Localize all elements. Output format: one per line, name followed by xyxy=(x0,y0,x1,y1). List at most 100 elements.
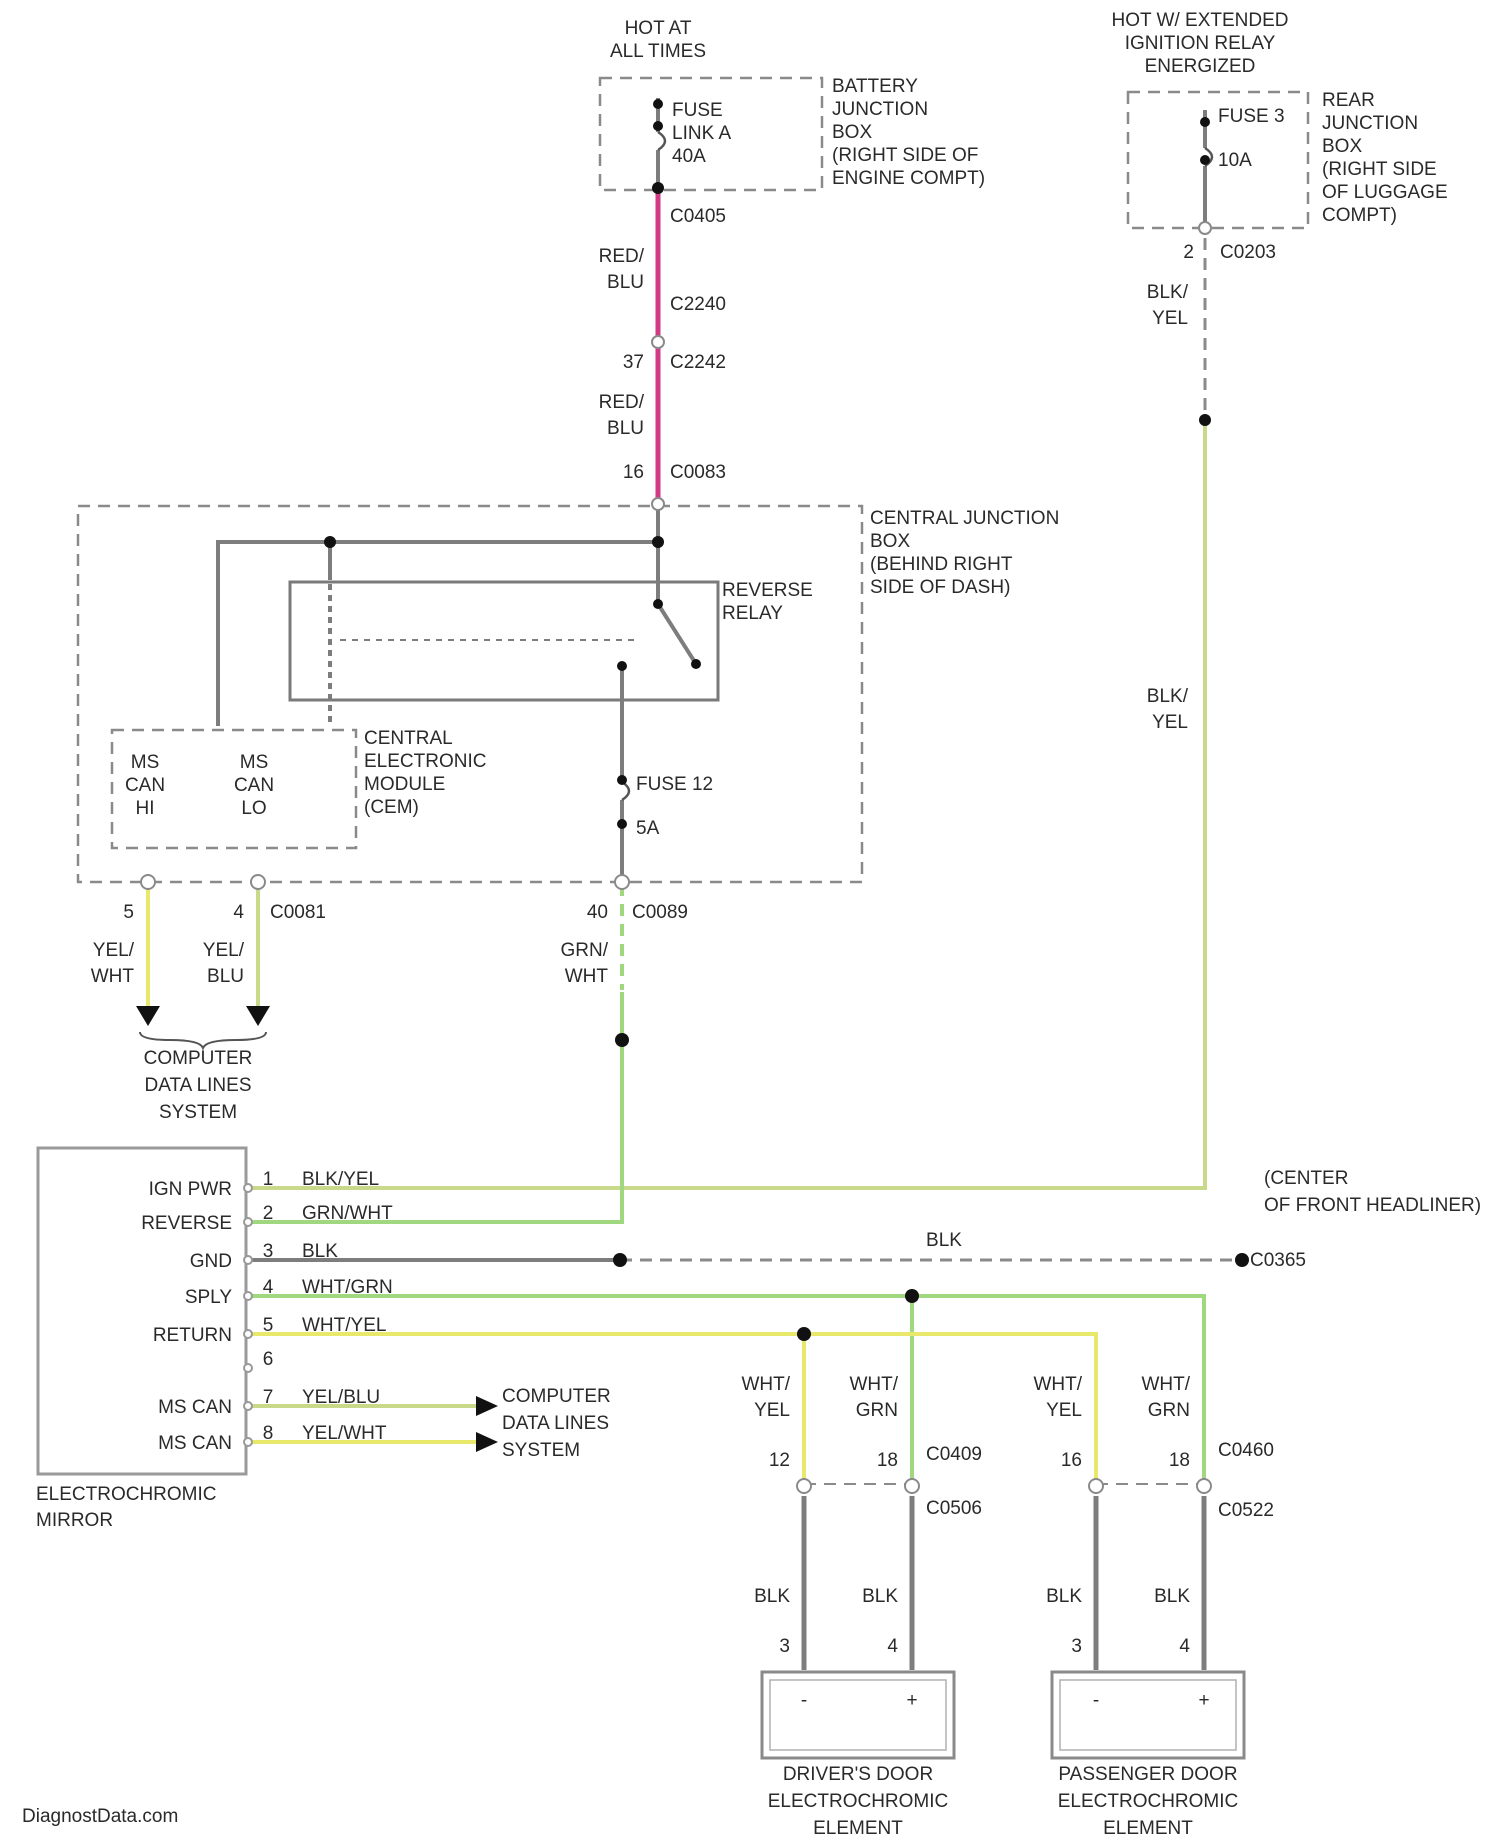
pin-16: 16 xyxy=(623,462,644,483)
rear-junction-box-label: JUNCTION xyxy=(1322,113,1418,134)
pin-drv-el-3: 3 xyxy=(779,1636,790,1657)
central-junction-box-label: (BEHIND RIGHT xyxy=(870,554,1013,575)
connector-c0203: C0203 xyxy=(1220,242,1276,263)
computer-data-lines-label: DATA LINES xyxy=(145,1075,252,1096)
splice-dot xyxy=(324,536,336,548)
mirror-pin-number: 6 xyxy=(263,1349,274,1370)
pin-4: 4 xyxy=(233,902,244,923)
fuse-3-label: 10A xyxy=(1218,150,1252,171)
wire-color-grn-wht: GRN/ xyxy=(561,940,609,961)
battery-junction-box-label: BOX xyxy=(832,122,872,143)
fuse-12-label: FUSE 12 xyxy=(636,774,713,795)
central-junction-box-label: BOX xyxy=(870,531,910,552)
mirror-pin-number: 7 xyxy=(263,1387,274,1408)
wire-color-wht-grn: GRN xyxy=(856,1400,898,1421)
splice-dot xyxy=(1200,117,1210,127)
mirror-pin-wire-color: BLK xyxy=(302,1241,338,1262)
wire-color-wht-yel: WHT/ xyxy=(1033,1374,1082,1395)
mirror-pin-terminal xyxy=(244,1184,252,1192)
wire-color-wht-grn: WHT/ xyxy=(849,1374,898,1395)
mirror-pin-terminal xyxy=(244,1218,252,1226)
mirror-pin-number: 8 xyxy=(263,1423,274,1444)
splice-dot xyxy=(797,1327,811,1341)
cem-can-lo-label: CAN xyxy=(234,775,274,796)
splice-dot xyxy=(1199,414,1211,426)
connector-c2242: C2242 xyxy=(670,352,726,373)
pin-drv-el-4: 4 xyxy=(887,1636,898,1657)
fuse-link-a-label: FUSE xyxy=(672,100,723,121)
cjb-bus-wire xyxy=(218,510,658,726)
fuse-link-a-label: LINK A xyxy=(672,123,731,144)
arrow-right-icon xyxy=(476,1396,498,1416)
wire-color-red-blu: RED/ xyxy=(599,246,645,267)
wire-color-yel-blu: BLU xyxy=(207,966,244,987)
splice-dot xyxy=(617,775,627,785)
wire-color-blk: BLK xyxy=(1154,1586,1190,1607)
wire-color-blk: BLK xyxy=(1046,1586,1082,1607)
pin-pas-el-4: 4 xyxy=(1179,1636,1190,1657)
splice-dot xyxy=(617,661,627,671)
pin-5: 5 xyxy=(123,902,134,923)
wire-color-yel-wht: YEL/ xyxy=(93,940,135,961)
splice-dot xyxy=(653,121,663,131)
mirror-pin-name: MS CAN xyxy=(158,1433,232,1454)
grn-wht-reverse-wire xyxy=(250,1042,622,1222)
connector-c0365: C0365 xyxy=(1250,1250,1306,1271)
connector-c0405: C0405 xyxy=(670,206,726,227)
pin-pas-16: 16 xyxy=(1061,1450,1082,1471)
mirror-pin-terminal xyxy=(244,1256,252,1264)
computer-data-lines-label: DATA LINES xyxy=(502,1413,609,1434)
mirror-pin-wire-color: BLK/YEL xyxy=(302,1169,379,1190)
mirror-pin-number: 5 xyxy=(263,1315,274,1336)
battery-junction-box-label: (RIGHT SIDE OF xyxy=(832,145,978,166)
splice-dot xyxy=(652,536,664,548)
cem-label: (CEM) xyxy=(364,797,419,818)
battery-junction-box-label: JUNCTION xyxy=(832,99,928,120)
pin-37: 37 xyxy=(623,352,644,373)
wire-color-wht-yel: WHT/ xyxy=(741,1374,790,1395)
hot-ignition-label: IGNITION RELAY xyxy=(1125,33,1276,54)
cem-label: CENTRAL xyxy=(364,728,453,749)
element-plus-terminal: + xyxy=(1198,1690,1209,1711)
central-junction-box-label: CENTRAL JUNCTION xyxy=(870,508,1059,529)
mirror-pin-name: IGN PWR xyxy=(149,1179,232,1200)
watermark-label: DiagnostData.com xyxy=(22,1806,178,1827)
fuse-12-label: 5A xyxy=(636,818,660,839)
driver-door-element-box xyxy=(762,1672,954,1758)
wire-color-blk-ground: BLK xyxy=(926,1230,962,1251)
hot-at-all-times-label: ALL TIMES xyxy=(610,41,706,62)
mirror-pin-wire-color: YEL/WHT xyxy=(302,1423,387,1444)
mirror-pin-number: 1 xyxy=(263,1169,274,1190)
driver-door-element-label: ELEMENT xyxy=(813,1818,903,1839)
central-junction-box-label: SIDE OF DASH) xyxy=(870,577,1010,598)
mirror-pin-terminal xyxy=(244,1330,252,1338)
mirror-pin-name: MS CAN xyxy=(158,1397,232,1418)
wire-color-red-blu: BLU xyxy=(607,272,644,293)
splice-dot xyxy=(615,1033,629,1047)
element-minus-terminal: - xyxy=(1093,1690,1099,1711)
wire-color-yel-blu: YEL/ xyxy=(203,940,245,961)
passenger-door-element-label: ELEMENT xyxy=(1103,1818,1193,1839)
splice-dot xyxy=(1200,155,1210,165)
mirror-pin-wire-color: WHT/YEL xyxy=(302,1315,386,1336)
ground-location-label: OF FRONT HEADLINER) xyxy=(1264,1195,1481,1216)
pin-2: 2 xyxy=(1183,242,1194,263)
element-plus-terminal: + xyxy=(906,1690,917,1711)
splice-dot xyxy=(691,659,701,669)
wire-color-wht-yel: YEL xyxy=(1046,1400,1082,1421)
mirror-pin-name: SPLY xyxy=(185,1287,233,1308)
driver-door-element-label: DRIVER'S DOOR xyxy=(783,1764,933,1785)
connector-c0506: C0506 xyxy=(926,1498,982,1519)
pin-drv-18: 18 xyxy=(877,1450,898,1471)
cem-can-lo-label: MS xyxy=(240,752,269,773)
arrow-right-icon xyxy=(476,1432,498,1452)
mirror-pin-terminal xyxy=(244,1402,252,1410)
wire-color-red-blu: BLU xyxy=(607,418,644,439)
splice-dot xyxy=(653,99,663,109)
connector-c0522: C0522 xyxy=(1218,1500,1274,1521)
connector-c0409: C0409 xyxy=(926,1444,982,1465)
central-junction-box-outline xyxy=(78,506,862,882)
wire-color-grn-wht: WHT xyxy=(565,966,609,987)
rear-junction-box-label: OF LUGGAGE xyxy=(1322,182,1448,203)
rear-junction-box-label: COMPT) xyxy=(1322,205,1397,226)
